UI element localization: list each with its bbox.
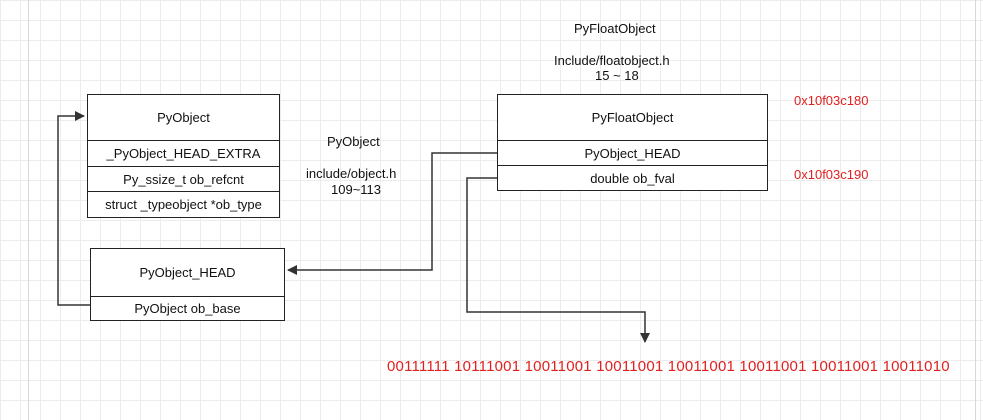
pyobject-file-label: include/object.h <box>306 166 397 181</box>
pyobject-box[interactable]: PyObject _PyObject_HEAD_EXTRA Py_ssize_t… <box>87 94 280 218</box>
pyfloat-field-head: PyObject_HEAD <box>498 140 767 165</box>
pyobject-head-field-base: PyObject ob_base <box>91 296 284 320</box>
fval-bits-label: 00111111 10111001 10011001 10011001 1001… <box>387 358 950 375</box>
arrow-ob-base-to-pyobject <box>57 111 90 306</box>
pyobject-lines-label: 109~113 <box>331 182 382 197</box>
address-fval-label: 0x10f03c190 <box>794 167 869 182</box>
pyfloat-title: PyFloatObject <box>591 110 674 125</box>
pyobject-title: PyObject <box>157 110 210 125</box>
pyobject-name-label: PyObject <box>327 134 380 149</box>
pyobject-field-type: struct _typeobject *ob_type <box>88 191 279 217</box>
pyfloat-file-label: Include/floatobject.h <box>554 53 670 68</box>
pyobject-field-refcnt: Py_ssize_t ob_refcnt <box>88 165 279 192</box>
pyobject-head-title: PyObject_HEAD <box>139 265 236 280</box>
arrow-head-to-pyobject-head <box>287 152 497 275</box>
pyfloat-lines-label: 15 ~ 18 <box>595 68 639 83</box>
pyfloat-box[interactable]: PyFloatObject PyObject_HEAD double ob_fv… <box>497 94 768 191</box>
pyfloat-name-label: PyFloatObject <box>574 21 656 36</box>
pyfloat-field-fval: double ob_fval <box>498 165 767 190</box>
address-head-label: 0x10f03c180 <box>794 93 869 108</box>
arrow-fval-to-bits <box>466 177 650 343</box>
pyobject-head-box[interactable]: PyObject_HEAD PyObject ob_base <box>90 248 285 321</box>
canvas-frame <box>28 0 976 420</box>
pyobject-field-extra: _PyObject_HEAD_EXTRA <box>88 140 279 166</box>
